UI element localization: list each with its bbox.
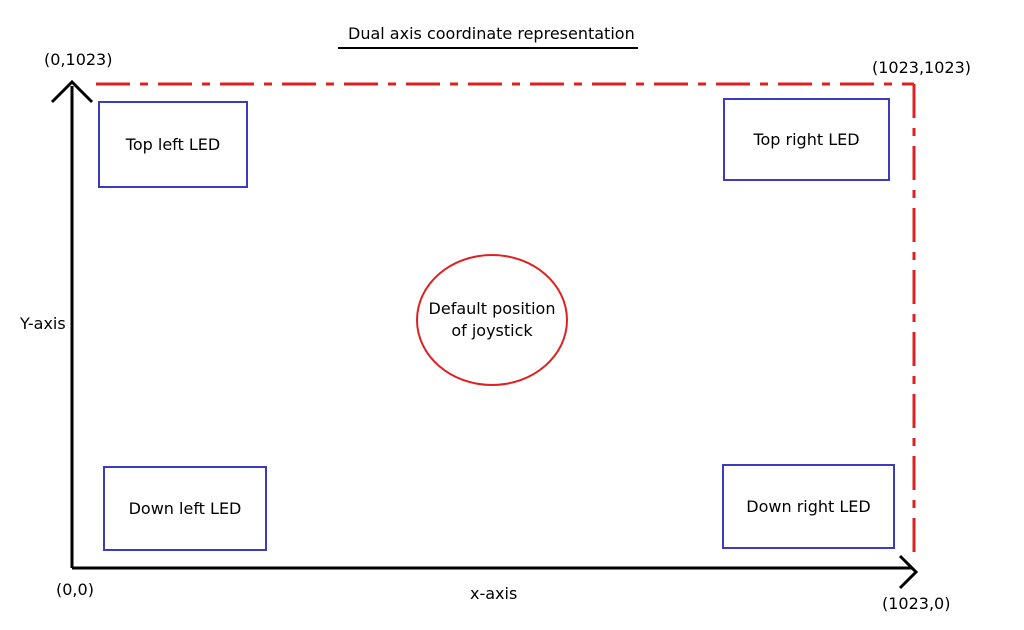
led-label-top-left: Top left LED (125, 135, 221, 154)
led-label-top-right: Top right LED (753, 130, 860, 149)
led-label-down-left: Down left LED (128, 499, 242, 518)
joystick-label-line1: Default position (428, 299, 556, 318)
led-box-down-right: Down right LED (722, 464, 895, 549)
joystick-label-line2: of joystick (451, 321, 533, 340)
title-underline (338, 47, 638, 49)
corner-label-origin: (0,0) (56, 580, 94, 599)
led-box-top-right: Top right LED (723, 98, 890, 181)
y-axis-arrowhead (50, 79, 94, 104)
y-axis-label: Y-axis (20, 314, 66, 333)
corner-label-bottom-right: (1023,0) (882, 594, 951, 613)
corner-label-top-right: (1023,1023) (872, 58, 972, 77)
joystick-default-circle: Default position of joystick (416, 254, 568, 386)
corner-label-top-left: (0,1023) (44, 50, 113, 69)
x-axis-label: x-axis (470, 584, 518, 603)
diagram-title: Dual axis coordinate representation (348, 24, 635, 43)
led-label-down-right: Down right LED (746, 497, 871, 516)
led-box-top-left: Top left LED (98, 101, 248, 188)
led-box-down-left: Down left LED (103, 466, 267, 551)
x-axis-arrowhead (898, 554, 919, 590)
